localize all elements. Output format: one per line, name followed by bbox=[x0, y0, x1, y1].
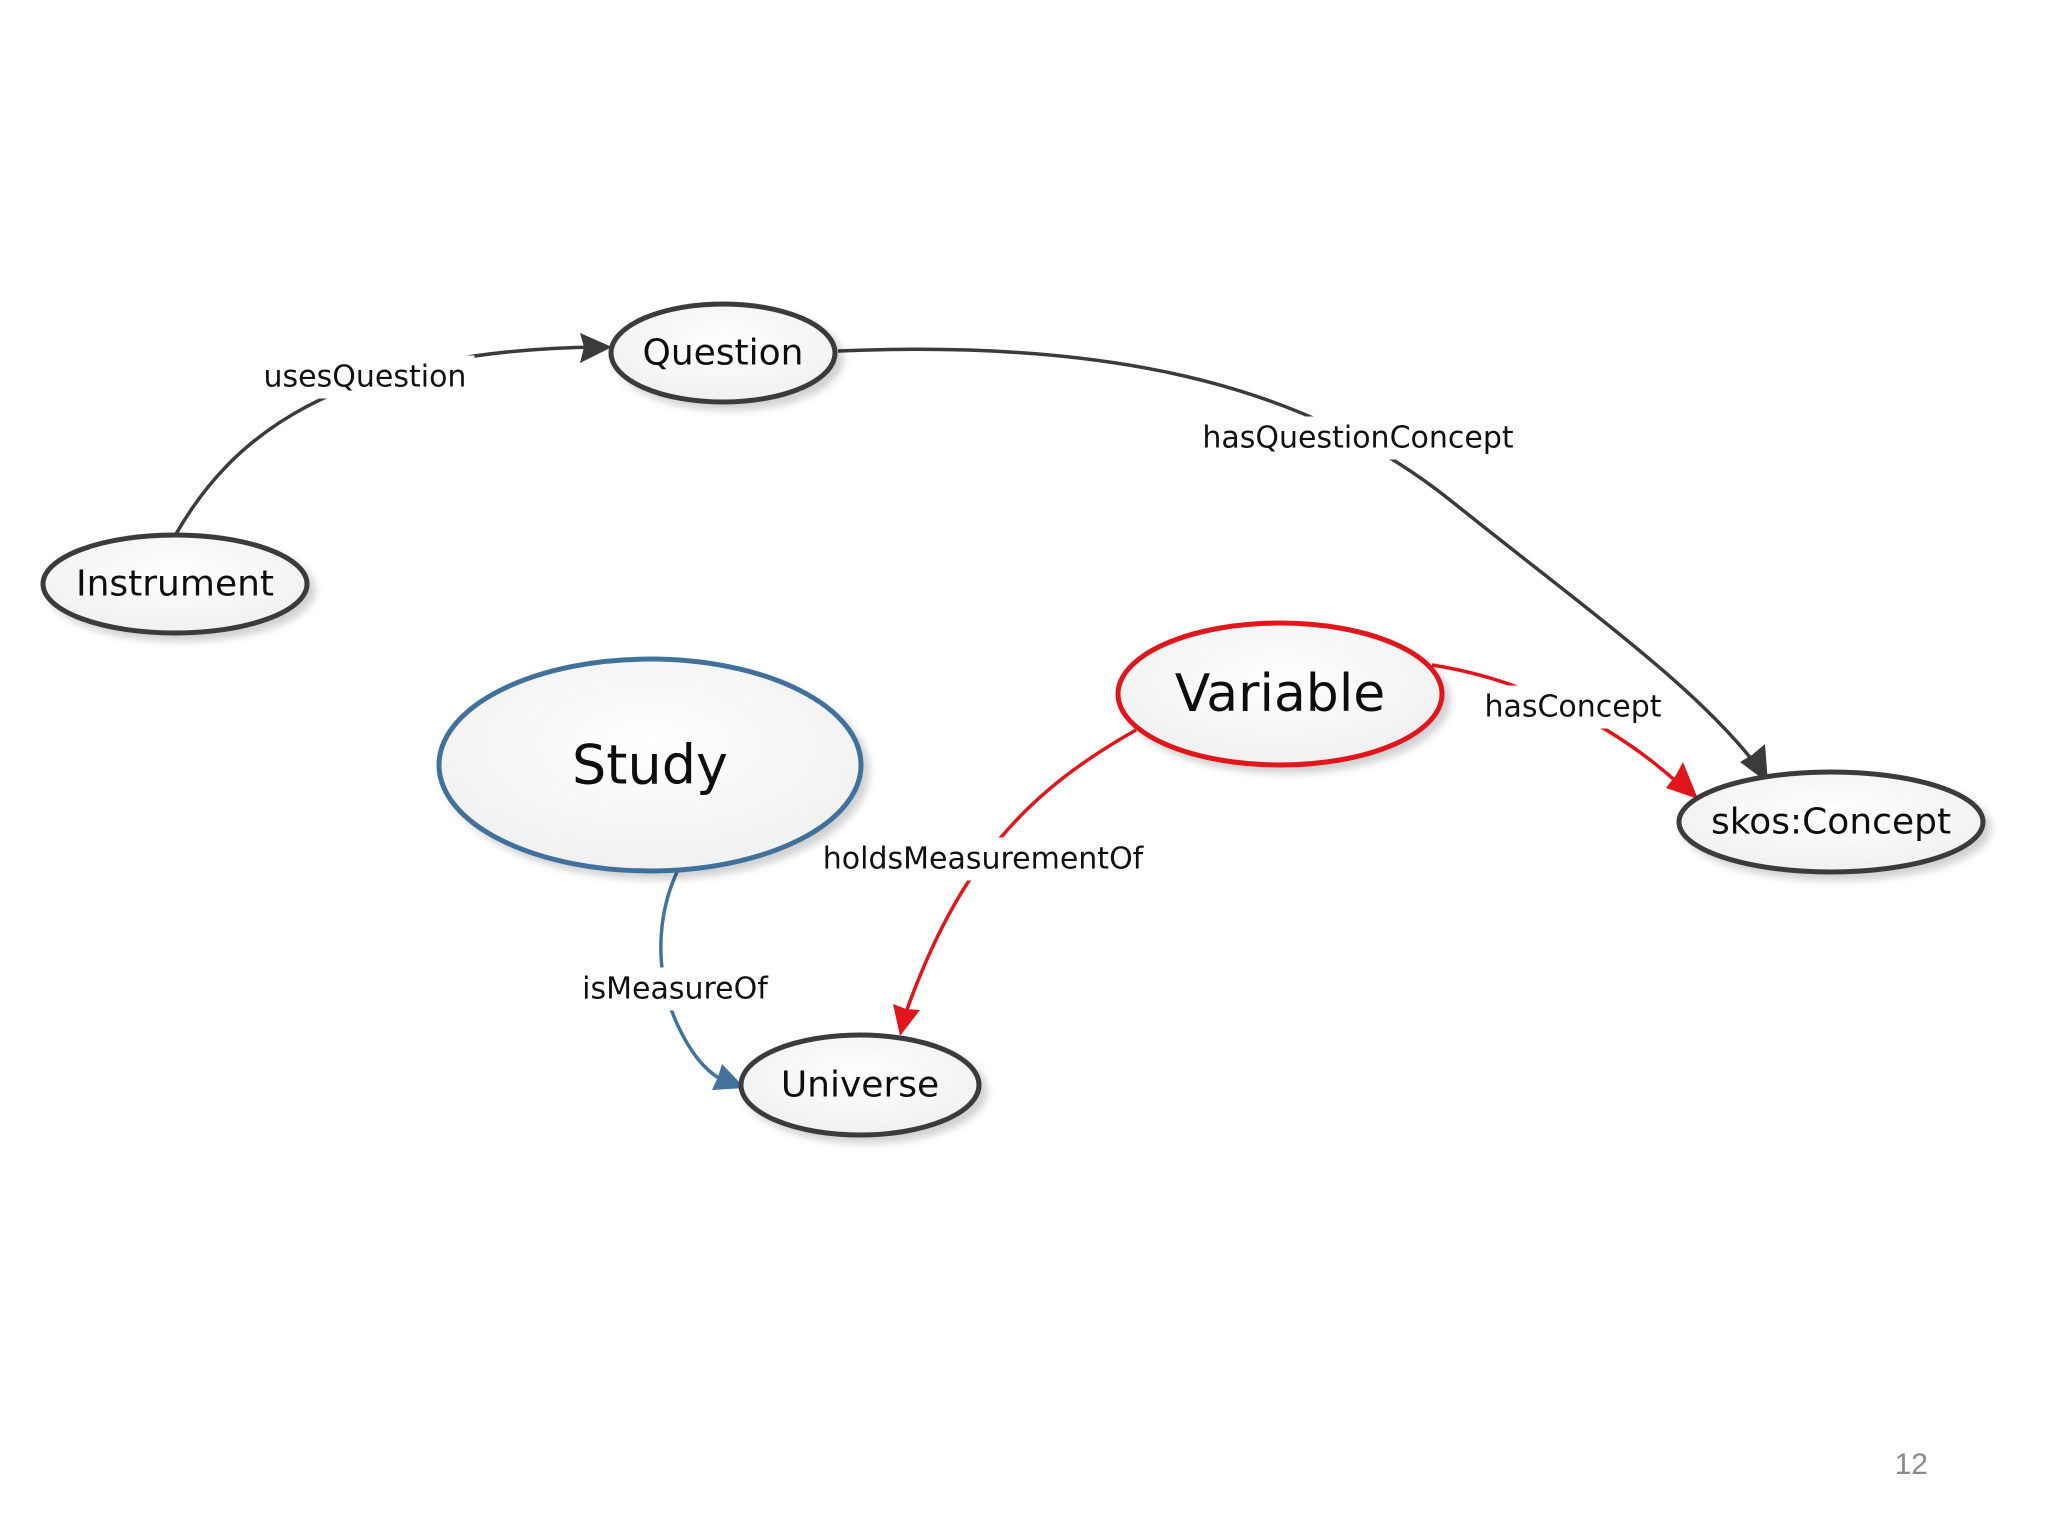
node-instrument: Instrument bbox=[40, 532, 310, 636]
edge-holds-measurement-of: holdsMeasurementOf bbox=[814, 728, 1153, 1036]
variable-label: Variable bbox=[1175, 664, 1386, 724]
universe-label: Universe bbox=[781, 1065, 939, 1106]
holds-measurement-of-arrow bbox=[903, 728, 1137, 1016]
node-variable: Variable bbox=[1115, 620, 1445, 768]
question-label: Question bbox=[642, 333, 803, 374]
uses-question-arrowhead bbox=[580, 333, 612, 363]
study-label: Study bbox=[572, 734, 728, 797]
node-skos-concept: skos:Concept bbox=[1676, 769, 1986, 875]
is-measure-of-label: isMeasureOf bbox=[582, 972, 769, 1007]
holds-measurement-of-label: holdsMeasurementOf bbox=[823, 842, 1145, 877]
has-question-concept-label: hasQuestionConcept bbox=[1202, 421, 1514, 456]
node-question: Question bbox=[608, 301, 838, 405]
edge-uses-question: usesQuestion bbox=[174, 333, 612, 535]
uses-question-label: usesQuestion bbox=[264, 360, 467, 395]
has-question-concept-arrow bbox=[837, 347, 1762, 772]
has-concept-arrowhead bbox=[1666, 762, 1698, 799]
holds-measurement-of-arrowhead bbox=[893, 1004, 920, 1036]
edge-has-question-concept: hasQuestionConcept bbox=[837, 347, 1768, 783]
has-concept-label: hasConcept bbox=[1484, 690, 1661, 725]
skos-concept-label: skos:Concept bbox=[1711, 802, 1951, 843]
has-question-concept-arrowhead bbox=[1740, 744, 1768, 783]
page-number: 12 bbox=[1894, 1448, 1928, 1481]
instrument-label: Instrument bbox=[76, 564, 274, 605]
edge-has-concept: hasConcept bbox=[1431, 663, 1698, 799]
node-study: Study bbox=[436, 656, 864, 874]
node-universe: Universe bbox=[738, 1032, 982, 1138]
is-measure-of-arrow bbox=[659, 871, 729, 1085]
is-measure-of-arrowhead bbox=[712, 1064, 745, 1090]
edge-is-measure-of: isMeasureOf bbox=[574, 871, 778, 1090]
uses-question-arrow bbox=[174, 345, 601, 535]
